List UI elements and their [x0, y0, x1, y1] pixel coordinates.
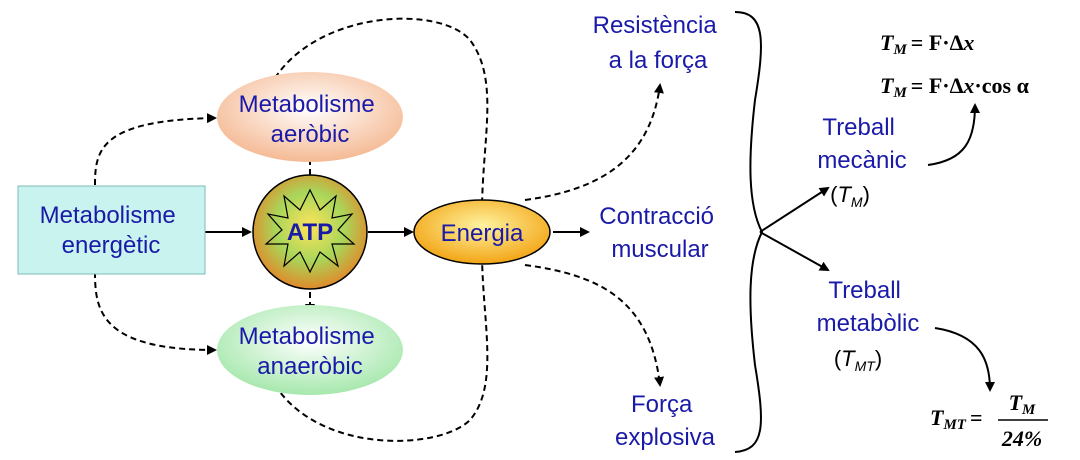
metabolisme-aerobic-label: Metabolisme aeròbic — [239, 91, 382, 148]
connector-energia-to-forca — [524, 264, 665, 387]
metabolisme-anaerobic-label: Metabolisme anaeròbic — [239, 323, 382, 380]
contraccio-label: Contracció muscular — [599, 203, 720, 263]
treball-metabolic-label: Treball metabòlic — [817, 277, 920, 337]
arrow-brace-to-metabolic — [759, 231, 830, 271]
formula-metabolic-work-numerator: TM — [1009, 390, 1036, 418]
atp-node — [252, 174, 368, 290]
forca-label: Força explosiva — [615, 391, 716, 451]
atp-label: ATP — [287, 219, 333, 246]
formula-metabolic-work-denominator: 24% — [1001, 426, 1042, 451]
resistencia-label: Resistència a la força — [593, 12, 724, 74]
energia-node — [413, 199, 551, 265]
connector-anaerobic-loop-to-energia — [274, 250, 489, 442]
metabolisme-energetic-label: Metabolisme energètic — [40, 202, 183, 259]
arrow-metabolic-to-formula — [934, 327, 995, 392]
arrow-mecanic-to-formula — [927, 103, 980, 166]
connector-energetic-to-anaerobic — [94, 271, 217, 355]
metabolisme-anaerobic-node — [217, 305, 403, 395]
arrow-brace-to-mecanic — [759, 186, 830, 233]
atp-starburst — [264, 188, 356, 274]
curly-brace — [734, 11, 764, 453]
metabolisme-aerobic-node — [217, 72, 403, 162]
formula-metabolic-work-lhs: TMT= — [930, 405, 983, 433]
metabolisme-energetic-box — [17, 185, 206, 275]
formula-mechanical-work: TM= F·Δx — [880, 30, 974, 58]
formula-mechanical-work-angle: TM= F·Δx·cos α — [880, 73, 1030, 101]
connector-aerobic-loop-to-energia — [274, 17, 489, 214]
treball-mecanic-label: Treball mecànic — [817, 114, 906, 174]
energia-label: Energia — [441, 220, 524, 247]
connector-energetic-to-aerobic — [94, 113, 217, 186]
treball-metabolic-symbol: (TMT) — [834, 346, 882, 374]
treball-mecanic-symbol: (TM) — [830, 182, 870, 210]
connector-energia-to-resistencia — [524, 83, 664, 201]
